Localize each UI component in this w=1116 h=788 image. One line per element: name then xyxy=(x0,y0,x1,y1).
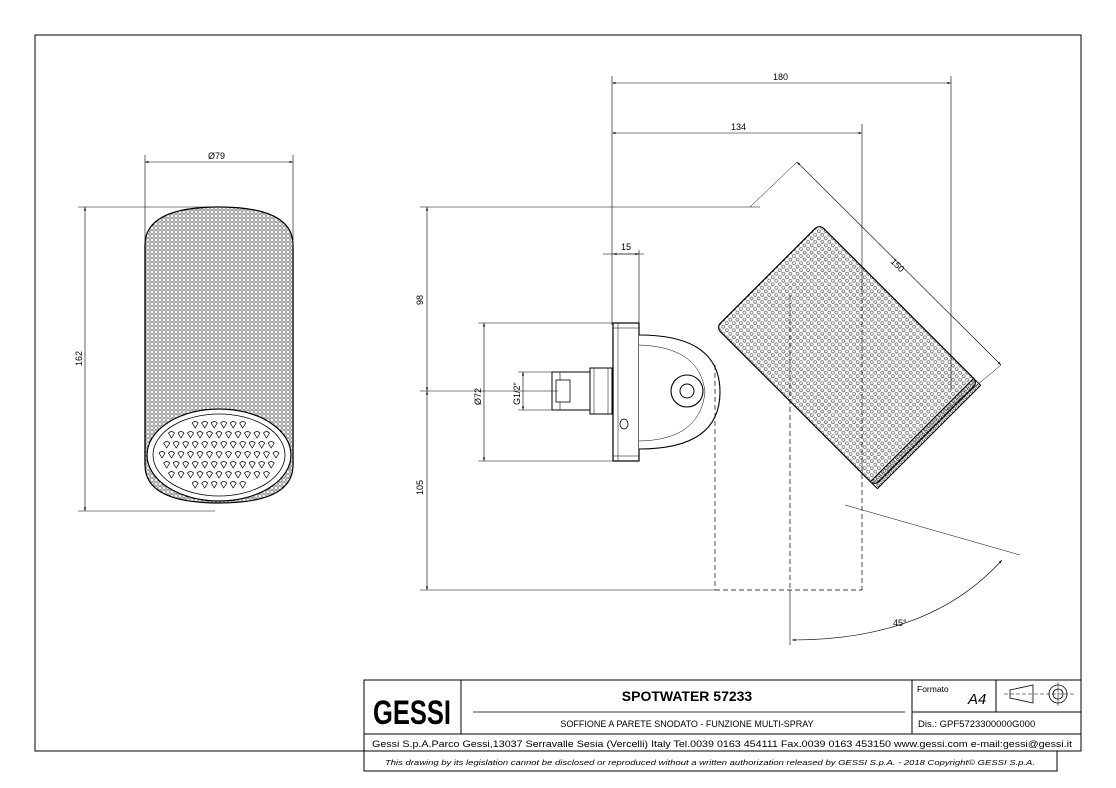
spray-nozzle xyxy=(210,441,218,449)
format-value: A4 xyxy=(967,691,986,708)
spray-nozzle xyxy=(206,471,213,479)
side-view: 180 134 150 15 98 105 Ø72 G1/2" xyxy=(415,72,1021,645)
spray-nozzle xyxy=(253,431,261,439)
spray-nozzle xyxy=(267,441,275,449)
spray-nozzle xyxy=(158,451,166,459)
spray-nozzle xyxy=(182,461,190,469)
spray-nozzle xyxy=(215,451,223,459)
spray-nozzle xyxy=(234,471,242,479)
spray-nozzle xyxy=(225,431,232,439)
spray-nozzle xyxy=(248,461,256,469)
front-view: Ø79 162 xyxy=(74,151,294,512)
spray-nozzle xyxy=(253,471,261,479)
upper-height-label: 98 xyxy=(415,295,425,305)
drawing-number: Dis.: GPF5723300000G000 xyxy=(918,719,1035,730)
spray-nozzle xyxy=(220,441,228,449)
spray-nozzle xyxy=(201,461,209,469)
spray-nozzle xyxy=(177,431,185,439)
spray-nozzle xyxy=(210,461,218,469)
front-height-label: 162 xyxy=(74,351,84,366)
spray-nozzle xyxy=(244,471,251,479)
spray-nozzle xyxy=(191,481,199,489)
spray-nozzle xyxy=(234,451,242,459)
flange-width-label: 15 xyxy=(621,242,631,252)
copyright-disclaimer: This drawing by its legislation cannot b… xyxy=(385,758,1035,767)
thread-label: G1/2" xyxy=(512,382,522,405)
spray-nozzle xyxy=(267,461,275,469)
spray-nozzle xyxy=(206,451,213,459)
spray-nozzle xyxy=(172,441,180,449)
front-nozzles xyxy=(158,421,280,489)
spray-nozzle xyxy=(239,481,247,489)
spray-nozzle xyxy=(187,451,194,459)
flange-diameter-label: Ø72 xyxy=(473,388,483,405)
gessi-logo: GESSI xyxy=(373,694,451,732)
product-subtitle: SOFFIONE A PARETE SNODATO - FUNZIONE MUL… xyxy=(560,719,813,729)
spray-nozzle xyxy=(201,421,209,429)
tilted-shower-head xyxy=(718,226,976,484)
spray-nozzle xyxy=(191,461,199,469)
format-label: Formato xyxy=(917,684,949,694)
spray-nozzle xyxy=(177,451,185,459)
spray-nozzle xyxy=(244,431,251,439)
spray-nozzle xyxy=(196,451,204,459)
spray-nozzle xyxy=(182,441,190,449)
length-label: 150 xyxy=(889,256,907,274)
spray-nozzle xyxy=(263,451,270,459)
spray-nozzle xyxy=(220,481,228,489)
lower-height-label: 105 xyxy=(415,480,425,495)
spray-nozzle xyxy=(201,441,209,449)
spray-nozzle xyxy=(234,431,242,439)
spray-nozzle xyxy=(187,471,194,479)
front-diameter-label: Ø79 xyxy=(208,151,225,161)
spray-nozzle xyxy=(229,421,237,429)
spray-nozzle xyxy=(225,451,232,459)
spray-nozzle xyxy=(272,451,280,459)
spray-nozzle xyxy=(206,431,213,439)
spray-nozzle xyxy=(210,481,218,489)
spray-nozzle xyxy=(244,451,251,459)
spray-nozzle xyxy=(239,461,247,469)
spray-nozzle xyxy=(210,421,218,429)
spray-nozzle xyxy=(177,471,185,479)
angle-label: 45° xyxy=(893,618,907,628)
spray-nozzle xyxy=(168,471,175,479)
spray-nozzle xyxy=(168,451,175,459)
spray-nozzle xyxy=(258,441,266,449)
spray-nozzle xyxy=(163,441,171,449)
spray-nozzle xyxy=(225,471,232,479)
spray-nozzle xyxy=(229,441,237,449)
spray-nozzle xyxy=(239,421,247,429)
spray-nozzle xyxy=(220,461,228,469)
spray-nozzle xyxy=(187,431,194,439)
spray-nozzle xyxy=(229,461,237,469)
spray-nozzle xyxy=(253,451,261,459)
width-label: 134 xyxy=(731,122,746,132)
projection-symbol-icon xyxy=(1004,682,1076,706)
product-title: SPOTWATER 57233 xyxy=(622,688,753,704)
spray-nozzle xyxy=(163,461,171,469)
spray-nozzle xyxy=(248,441,256,449)
spray-nozzle xyxy=(168,431,175,439)
spray-nozzle xyxy=(191,441,199,449)
total-width-label: 180 xyxy=(773,72,788,82)
company-info: Gessi S.p.A.Parco Gessi,13037 Serravalle… xyxy=(372,739,1073,749)
spray-nozzle xyxy=(229,481,237,489)
spray-nozzle xyxy=(196,471,204,479)
spray-nozzle xyxy=(172,461,180,469)
spray-nozzle xyxy=(196,431,204,439)
spray-nozzle xyxy=(220,421,228,429)
spray-nozzle xyxy=(215,431,223,439)
spray-nozzle xyxy=(215,471,223,479)
spray-nozzle xyxy=(258,461,266,469)
spray-nozzle xyxy=(239,441,247,449)
wall-flange xyxy=(612,322,640,462)
title-block: GESSI SPOTWATER 57233 SOFFIONE A PARETE … xyxy=(363,679,1082,772)
spray-nozzle xyxy=(263,431,270,439)
spray-nozzle xyxy=(263,471,270,479)
spray-nozzle xyxy=(201,481,209,489)
spray-nozzle xyxy=(191,421,199,429)
angle-arc xyxy=(791,559,1003,642)
